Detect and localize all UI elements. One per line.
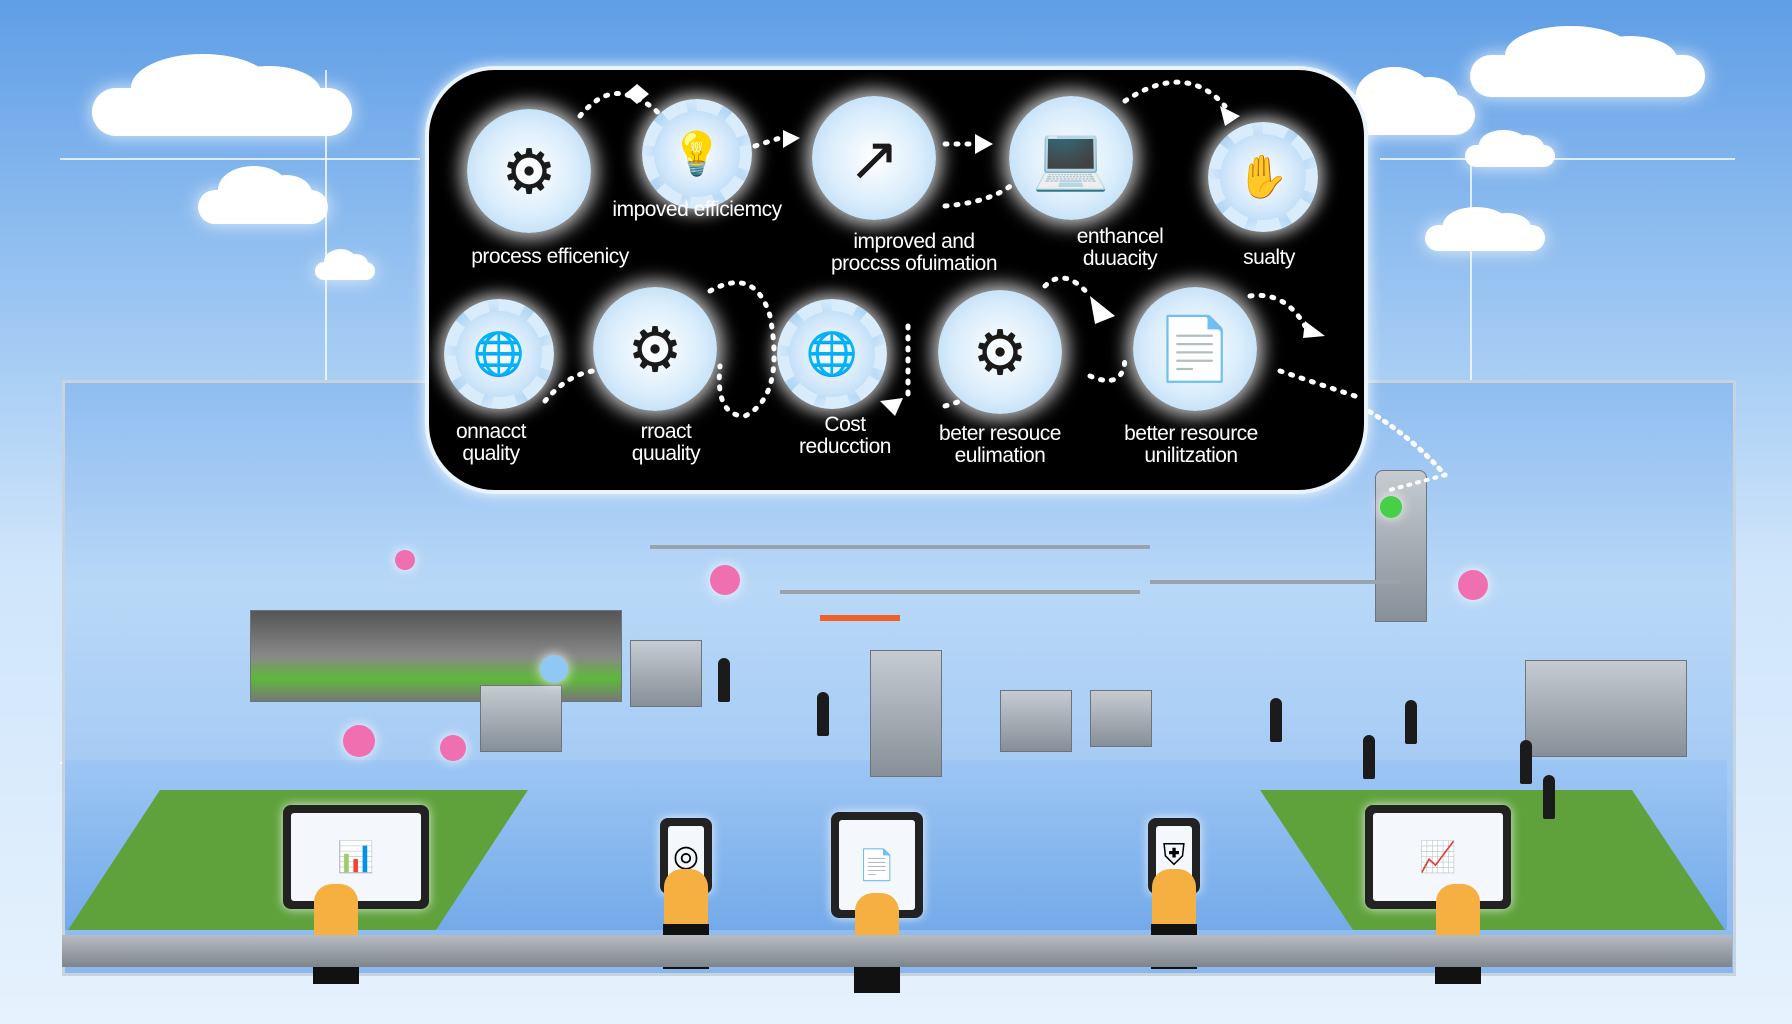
gear-figure-icon: ✋ [1208, 122, 1318, 232]
pipe [820, 615, 900, 621]
label-line: proccss ofuimation [830, 252, 998, 275]
worker [817, 692, 829, 736]
label-line: quuality [631, 442, 701, 465]
frame-line [60, 158, 420, 160]
frame-line [325, 70, 327, 400]
gears-icon: ⚙ [467, 109, 591, 233]
processing-machine [870, 650, 942, 777]
label-line: sualty [1243, 246, 1295, 269]
globe-gear-icon: 🌐 [444, 299, 554, 409]
line-chart-icon: 📈 [1373, 813, 1503, 901]
worker [1270, 698, 1282, 742]
cloud [1425, 206, 1545, 251]
label-line: impoved efficiemcy [612, 198, 782, 221]
label-line: unilitzation [1144, 444, 1238, 467]
pipe-rack [1150, 580, 1400, 584]
diagram-node-label: impoved efficiemcy [612, 198, 782, 221]
tablet-device[interactable]: 📊 [283, 805, 429, 909]
alert-bubble-icon [1458, 570, 1488, 600]
label-line: beter resouce [939, 422, 1061, 445]
frame-line [1380, 158, 1735, 160]
cloud [198, 166, 328, 224]
worker [1405, 700, 1417, 744]
bar-chart-icon: 📊 [291, 813, 421, 901]
foreground-rail [62, 935, 1732, 967]
cloud [92, 54, 352, 136]
worker [1520, 740, 1532, 784]
hand [1436, 884, 1480, 944]
label-line: process efficenicy [471, 245, 629, 268]
label-line: reducction [799, 435, 891, 458]
alert-bubble-icon [395, 550, 415, 570]
status-indicator-icon [1380, 496, 1402, 518]
gears-icon: ⚙ [938, 290, 1062, 414]
frame-line [1470, 150, 1472, 390]
cloud [315, 249, 375, 280]
cloud [1465, 129, 1555, 167]
label-line: better resource [1124, 422, 1258, 445]
label-line: quality [462, 442, 520, 465]
globe-icon [540, 655, 568, 683]
pipe-rack [650, 545, 1150, 549]
trend-chart-icon: ↗ [812, 96, 936, 220]
clock-icon [710, 565, 740, 595]
silo [1375, 470, 1427, 622]
processing-machine [1090, 690, 1152, 747]
label-line: duuacity [1082, 247, 1158, 270]
worker [718, 658, 730, 702]
cloud [1470, 25, 1705, 97]
worker [1363, 735, 1375, 779]
label-line: rroact [640, 420, 692, 443]
document-icon: 📄 [1133, 287, 1257, 411]
gears-icon: ⚙ [593, 287, 717, 411]
globe-gear-icon: 🌐 [777, 299, 887, 409]
hand [1152, 869, 1196, 929]
label-line: onnacct [455, 420, 527, 443]
conveyor-machine [250, 610, 622, 702]
diagram-node-label: process efficenicy [471, 246, 629, 268]
hand [664, 869, 708, 929]
alert-bubble-icon [440, 735, 466, 761]
label-line: improved and [853, 230, 975, 253]
processing-machine [1000, 690, 1072, 752]
processing-machine [630, 640, 702, 707]
hand [314, 884, 358, 944]
pipe-rack [780, 590, 1140, 594]
alert-bubble-icon [343, 725, 375, 757]
label-line: enthancel [1076, 225, 1164, 248]
processing-machine [480, 685, 562, 752]
label-line: eulimation [954, 444, 1046, 467]
laptop-icon: 💻 [1009, 96, 1133, 220]
diagram-node-label: sualty [1243, 247, 1295, 269]
label-line: Cost [824, 413, 866, 436]
processing-machine [1525, 660, 1687, 757]
lightbulb-icon: 💡 [642, 99, 752, 209]
worker [1543, 775, 1555, 819]
